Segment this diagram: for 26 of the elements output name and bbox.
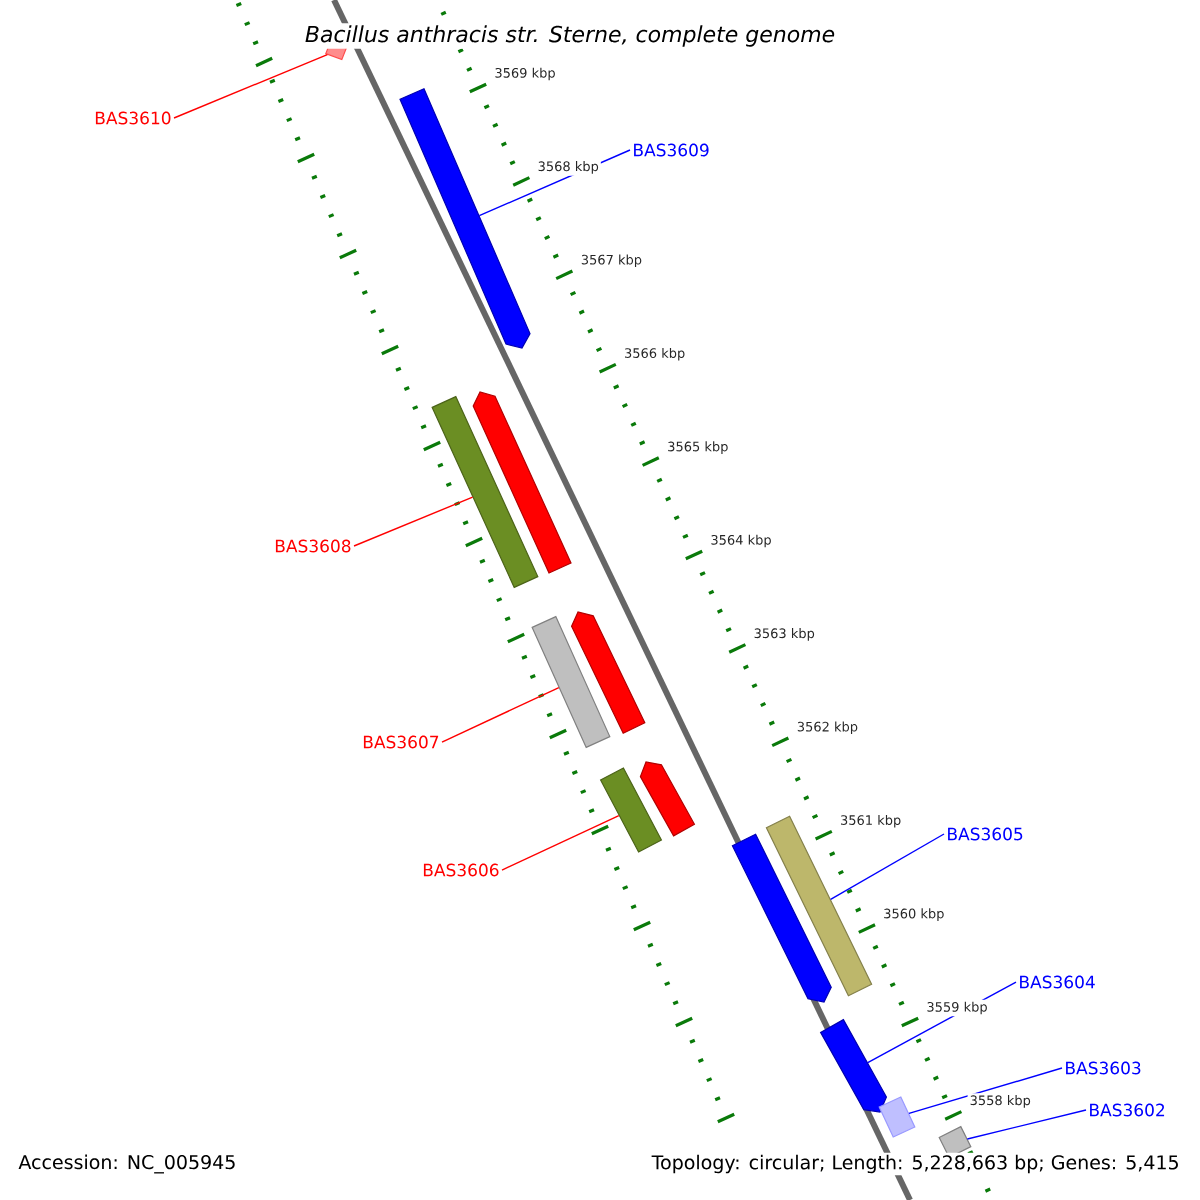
leader-line (501, 814, 620, 871)
gene-bar (472, 391, 572, 574)
gene-bar (731, 833, 832, 1003)
accession-text: Accession: NC_005945 (18, 1154, 235, 1174)
leader-line (441, 686, 560, 743)
genome-info: Topology: circular; Length: 5,228,663 bp; Genes: 5,415 (649, 1152, 1182, 1176)
title: Bacillus anthracis str. Sterne, complete genome (302, 23, 838, 49)
gene-bar (765, 815, 873, 997)
gene-bar (878, 1096, 916, 1138)
gene-bar (639, 761, 696, 837)
leader-line (829, 833, 945, 900)
leader-line (353, 496, 474, 547)
gene-label: BAS3602 (1090, 1103, 1165, 1117)
leader-line (966, 1109, 1087, 1140)
gene-label: BAS3609 (634, 143, 709, 157)
leader-line (173, 53, 329, 119)
gene-bar (399, 88, 531, 349)
gene-label: BAS3604 (1020, 975, 1095, 989)
leader-line (908, 1067, 1063, 1115)
gene-label: BAS3606 (423, 863, 499, 877)
gene-label: BAS3603 (1066, 1061, 1141, 1075)
gene-bar (570, 611, 646, 734)
gene-label: BAS3608 (275, 539, 351, 553)
gene-label: BAS3610 (95, 111, 171, 125)
gene-label: BAS3605 (948, 827, 1023, 841)
gene-label: BAS3607 (363, 735, 439, 749)
